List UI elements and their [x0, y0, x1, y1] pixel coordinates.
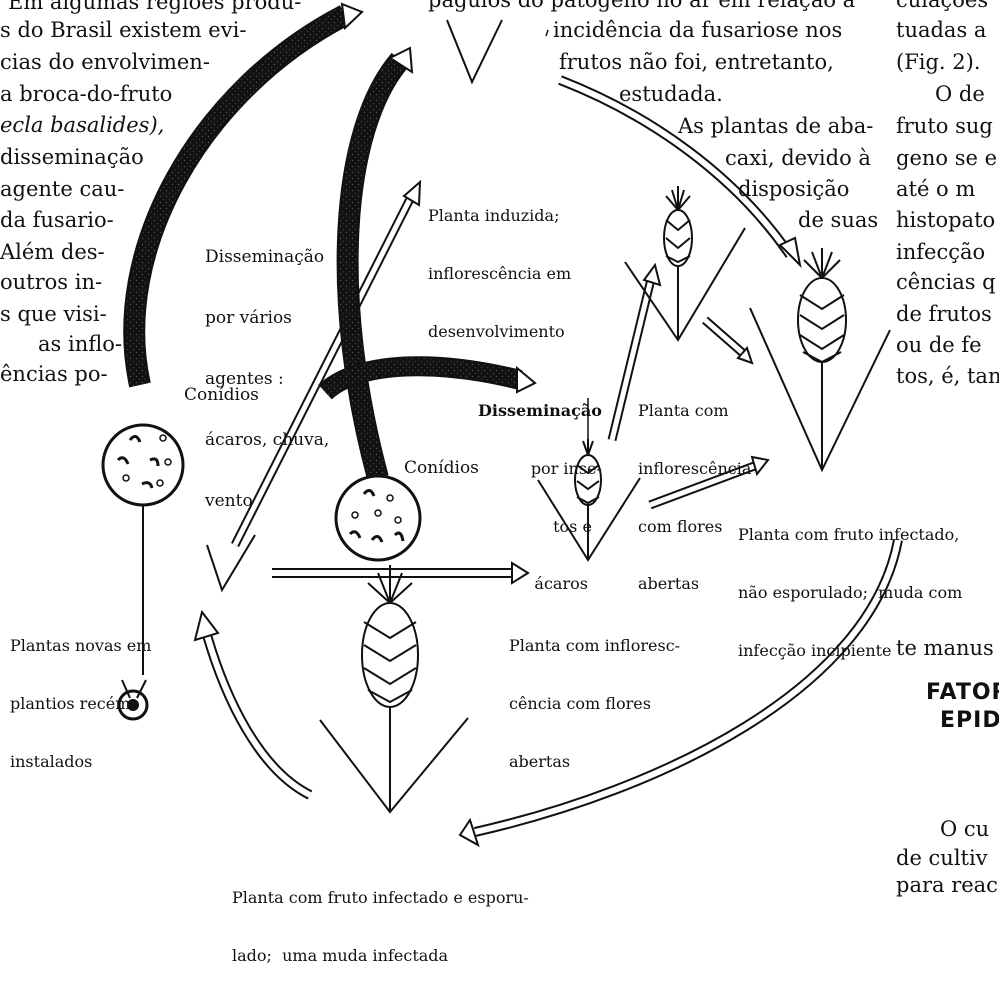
left-column-line: outros in-	[0, 270, 102, 295]
right-column-line: para reac	[896, 873, 998, 898]
top-text-line: incidência da fusariose nos	[553, 18, 842, 43]
left-column-line: s do Brasil existem evi-	[0, 18, 246, 43]
right-column-line: culações	[896, 0, 988, 13]
left-column-line: da fusario-	[0, 208, 114, 233]
left-column-line: ências po-	[0, 362, 108, 387]
plant-v-bottom	[320, 718, 468, 812]
pineapple-fruit-right	[798, 248, 846, 362]
pineapple-fruit-bottom	[362, 565, 418, 707]
label-fruto-nao-esporulado: Planta com fruto infectado, não esporula…	[738, 487, 962, 679]
label-planta-flores-lower: Planta com infloresc- cência com flores …	[509, 598, 680, 790]
right-column-line: fruto sug	[896, 114, 993, 139]
label-planta-flores-upper: Planta com inflorescência com flores abe…	[638, 363, 751, 612]
left-column-line: cias do envolvimen-	[0, 50, 210, 75]
label-planta-induzida: Planta induzida; inflorescência em desen…	[428, 168, 571, 360]
label-conidios-center: Conídios	[404, 458, 479, 478]
right-column-line: de frutos	[896, 302, 992, 327]
conidia-circle-left	[103, 425, 183, 505]
left-column-line: Em algumas regiões produ-	[8, 0, 301, 15]
left-column-line: s que visi-	[0, 302, 107, 327]
right-column-line: ou de fe	[896, 333, 982, 358]
label-disseminacao-varios: Disseminação por vários agentes : ácaros…	[205, 206, 329, 532]
label-disseminacao-insetos: Disseminação por inse- tos e ácaros	[478, 363, 602, 612]
left-column-line: Além des-	[0, 240, 105, 265]
top-text-line: caxi, devido à	[725, 146, 871, 171]
left-column-line: ecla basalides),	[0, 113, 164, 138]
label-fruto-esporulado: Planta com fruto infectado e esporu- lad…	[232, 850, 529, 984]
right-column-line: cências q	[896, 270, 996, 295]
cycle-arrow-bottom-left	[205, 628, 310, 795]
right-column-line: infecção	[896, 240, 985, 265]
plant-v-top	[447, 20, 502, 82]
right-column-line: histopato	[896, 208, 995, 233]
right-column-line: O cu	[940, 817, 989, 842]
top-text-line: págulos do patógeno no ar em relação à	[428, 0, 855, 13]
left-column-line: a broca-do-fruto	[0, 82, 172, 107]
document-page: Em algumas regiões produ- s do Brasil ex…	[0, 0, 999, 895]
section-heading: EPID	[940, 708, 999, 734]
right-column-line: (Fig. 2).	[896, 50, 981, 75]
right-column-line: até o m	[896, 177, 975, 202]
label-plantas-novas: Plantas novas em plantios recém- instala…	[10, 598, 151, 790]
plant-v-left	[207, 535, 255, 590]
right-column-line: tos, é, tan	[896, 364, 999, 389]
right-column-line: tuadas a	[896, 18, 986, 43]
section-heading: FATOR	[926, 680, 999, 706]
left-column-line: disseminação	[0, 145, 144, 170]
inflorescence-upper	[664, 186, 692, 266]
top-text-line: de suas	[798, 208, 878, 233]
top-text-line: frutos não foi, entretanto,	[559, 50, 834, 75]
right-column-line: geno se e	[896, 146, 997, 171]
conidia-circle-center	[336, 476, 420, 560]
top-text-line: disposição	[738, 177, 849, 202]
right-column-line: O de	[935, 82, 985, 107]
top-text-line: As plantas de aba-	[678, 114, 873, 139]
label-conidios-left: Conídios	[184, 385, 259, 405]
left-column-line: agente cau-	[0, 177, 124, 202]
top-text-line: estudada.	[619, 82, 723, 107]
right-column-line: de cultiv	[896, 846, 988, 871]
left-column-line: as inflo-	[38, 332, 122, 357]
